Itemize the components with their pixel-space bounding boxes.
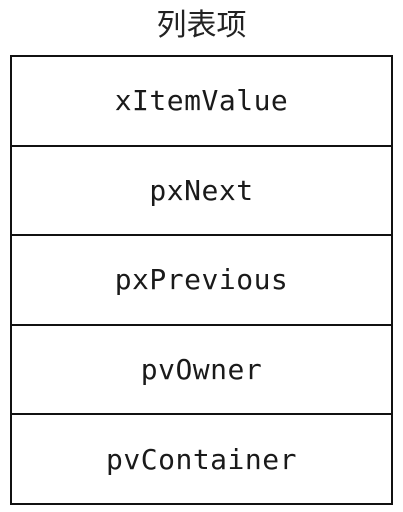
field-item-value: xItemValue [12,57,391,147]
field-next-pointer: pxNext [12,147,391,237]
diagram-title: 列表项 [156,8,247,43]
list-item-struct: xItemValue pxNext pxPrevious pvOwner pvC… [10,55,393,505]
field-previous-pointer: pxPrevious [12,236,391,326]
field-owner-pointer: pvOwner [12,326,391,416]
field-container-pointer: pvContainer [106,442,297,476]
